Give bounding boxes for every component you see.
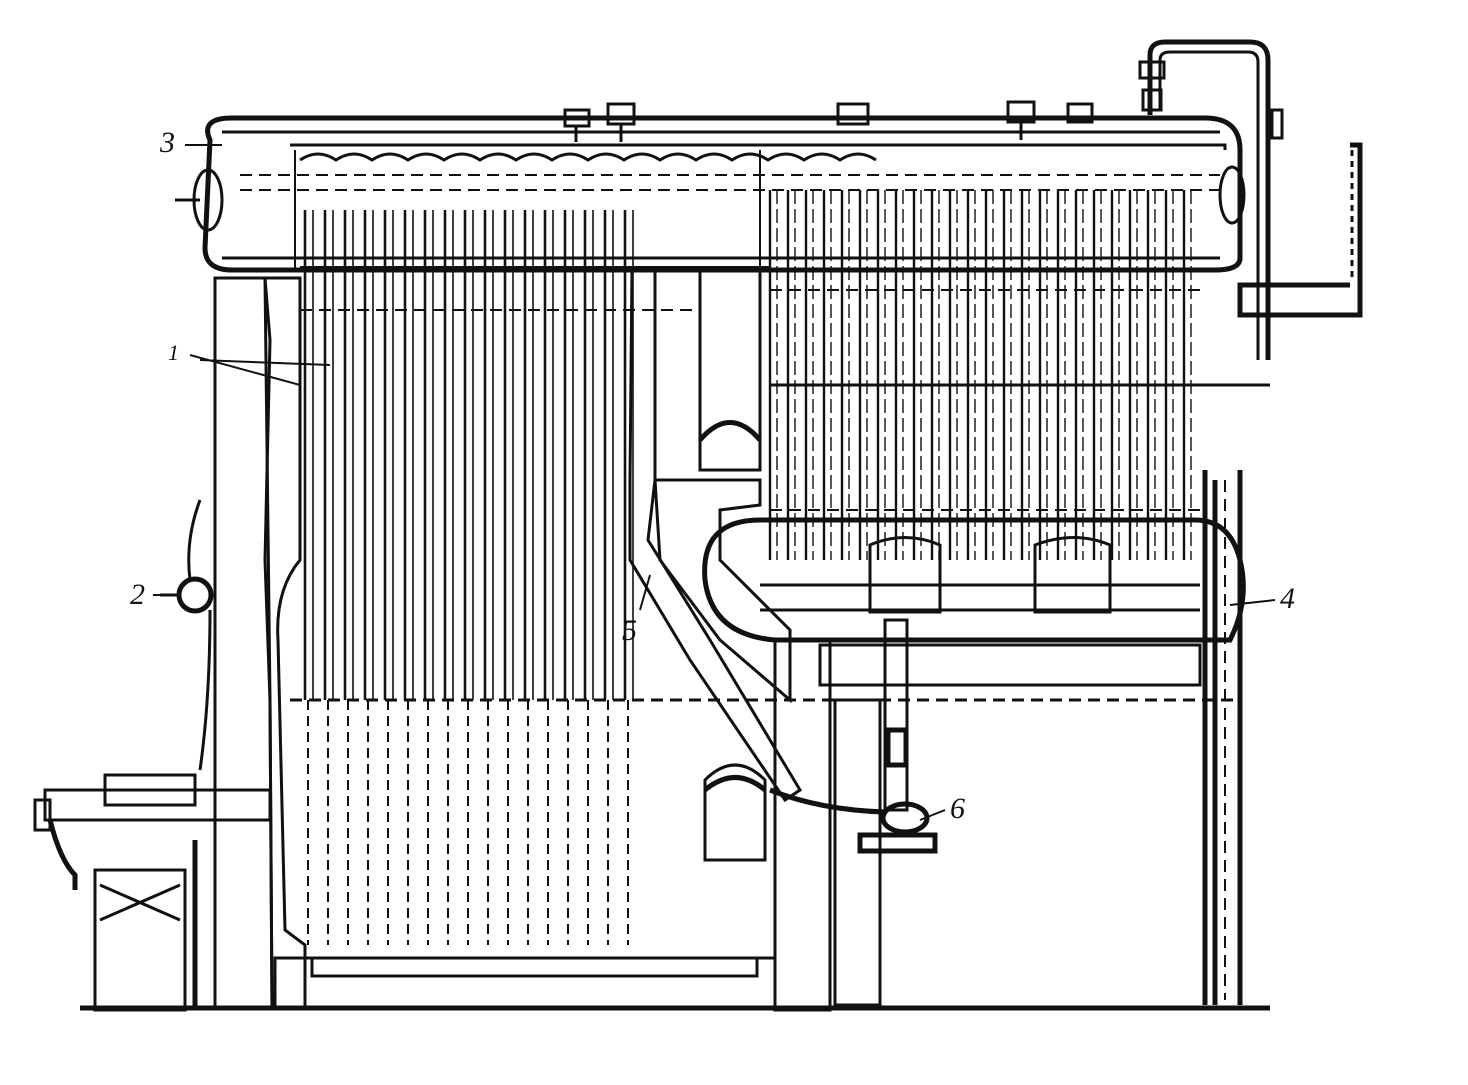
collector-6 [769, 618, 938, 854]
callout-1: 1 [168, 340, 179, 365]
baffle-wall [628, 266, 803, 803]
callout-leaders [153, 144, 1276, 821]
flue-duct [1237, 142, 1363, 318]
callout-6: 6 [950, 792, 965, 825]
boiler-frame [80, 470, 1270, 1012]
convection-tube-bank [768, 190, 1270, 560]
front-collector-2 [160, 499, 214, 771]
burner-assembly [33, 773, 272, 1012]
upper-drum [175, 100, 1246, 273]
steam-outlet-pipe [1138, 39, 1284, 360]
lower-drum [702, 517, 1246, 643]
callout-2: 2 [130, 578, 145, 611]
callout-4: 4 [1280, 582, 1295, 615]
callout-5: 5 [622, 614, 637, 647]
furnace-front-wall [213, 276, 307, 1010]
inspection-hatch [698, 268, 767, 862]
drum-valve-icon [563, 100, 1094, 142]
callout-3: 3 [159, 126, 175, 159]
furnace-hearth [273, 956, 777, 1010]
furnace-screen-tubes [300, 210, 770, 945]
